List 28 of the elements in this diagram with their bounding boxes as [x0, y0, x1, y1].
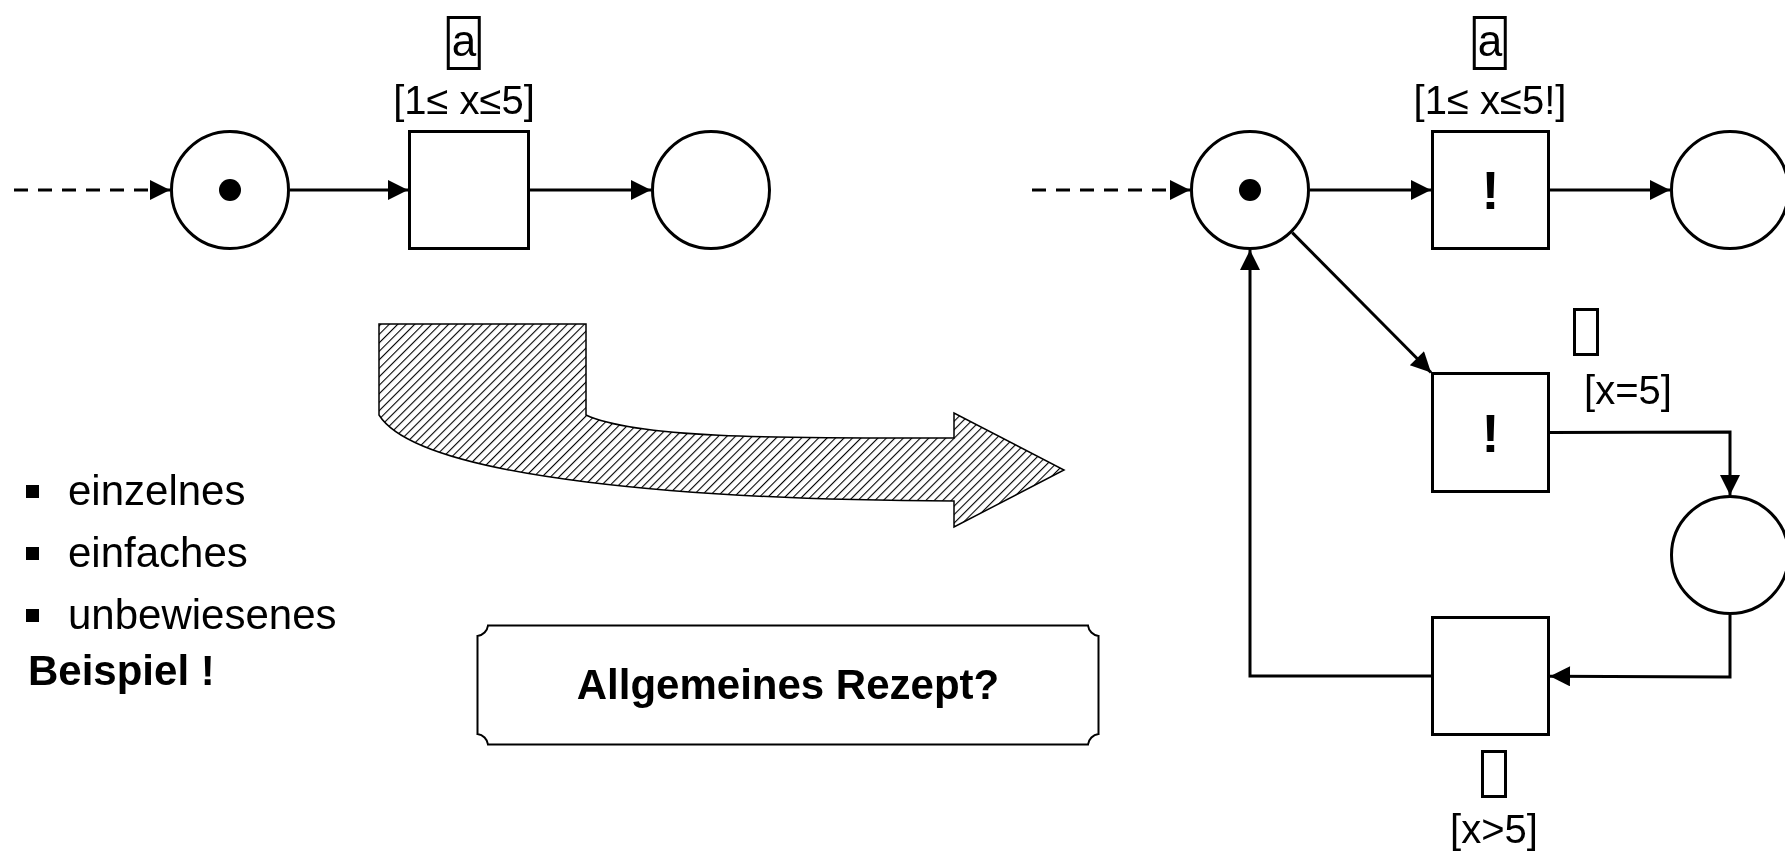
transition-box: [408, 130, 530, 250]
transition-box: [1431, 130, 1550, 250]
arrow: [1310, 180, 1431, 200]
question-text: Allgemeines Rezept?: [576, 661, 1000, 709]
transition-name: a: [1472, 16, 1508, 70]
guard-label: [x=5]: [1584, 370, 1672, 410]
guard-label: [x>5]: [1450, 809, 1538, 849]
arrow: [1550, 180, 1670, 200]
conclusion-text: Beispiel !: [28, 650, 215, 692]
guard-label: [1≤ x≤5!]: [1413, 80, 1567, 120]
arrow: [1550, 430, 1740, 495]
arrow: [530, 180, 651, 200]
list-item: einfaches: [68, 532, 248, 574]
transition-mark: !: [1481, 163, 1500, 217]
transition-mark: !: [1481, 405, 1500, 460]
guard-label: [1≤ x≤5]: [393, 80, 535, 120]
transition-box: [1431, 616, 1550, 736]
list-item: einzelnes: [68, 470, 246, 512]
dashed-arrow: [1032, 180, 1190, 200]
arrow: [1240, 250, 1431, 678]
list-item: unbewiesenes: [68, 594, 337, 636]
arrow: [1291, 231, 1433, 374]
arrow: [290, 180, 408, 200]
arrow: [1550, 615, 1732, 687]
scroll-banner: [476, 624, 1100, 746]
transition-box: [1431, 372, 1550, 493]
dashed-arrow: [14, 180, 170, 200]
transition-name: a: [446, 16, 482, 70]
